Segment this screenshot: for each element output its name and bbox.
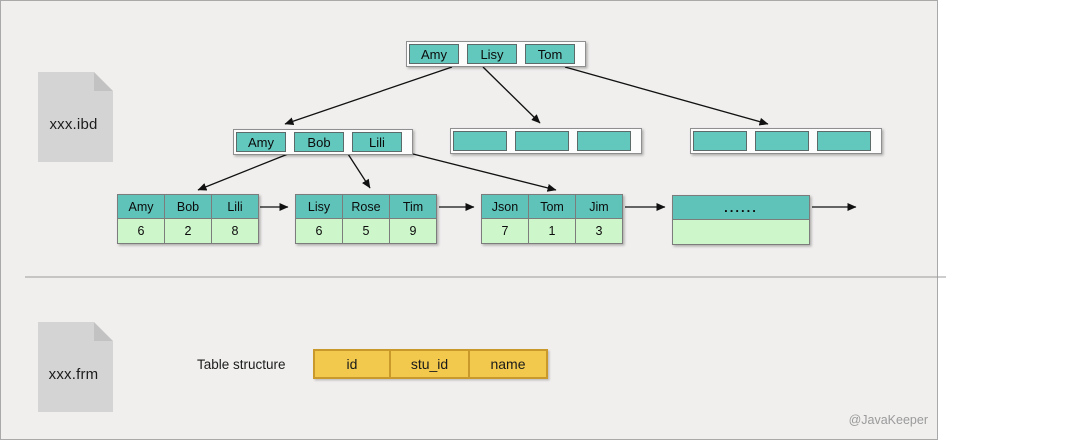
btree-root-node: Amy Lisy Tom <box>406 41 586 67</box>
leaf-value: 7 <box>482 219 528 243</box>
table-structure-label: Table structure <box>197 357 286 372</box>
leaf-value: 8 <box>212 219 258 243</box>
leaf-value: 2 <box>165 219 211 243</box>
leaf-key: Bob <box>165 195 211 218</box>
internal-key: Amy <box>236 132 286 152</box>
internal-key: Lili <box>352 132 402 152</box>
leaf-value: 6 <box>118 219 164 243</box>
leaf-key: Rose <box>343 195 389 218</box>
column-stu-id: stu_id <box>391 351 468 377</box>
leaf-ellipsis: ...... <box>673 196 809 219</box>
leaf-node-3: Json Tom Jim 7 1 3 <box>481 194 623 244</box>
leaf-node-ellipsis: ...... <box>672 195 810 245</box>
leaf-value: 3 <box>576 219 622 243</box>
table-structure-columns: id stu_id name <box>313 349 548 379</box>
internal-key: Bob <box>294 132 344 152</box>
btree-internal-node-left: Amy Bob Lili <box>233 129 413 155</box>
column-id: id <box>315 351 389 377</box>
column-name: name <box>470 351 546 377</box>
root-key: Amy <box>409 44 459 64</box>
btree-internal-node-right <box>690 128 882 154</box>
leaf-value-empty <box>673 220 809 244</box>
root-key: Tom <box>525 44 575 64</box>
leaf-key: Amy <box>118 195 164 218</box>
leaf-node-1: Amy Bob Lili 6 2 8 <box>117 194 259 244</box>
frm-file-icon: xxx.frm <box>38 322 113 412</box>
internal-key-empty <box>453 131 507 151</box>
leaf-key: Lisy <box>296 195 342 218</box>
frm-file-label: xxx.frm <box>48 366 99 383</box>
internal-key-empty <box>755 131 809 151</box>
leaf-key: Lili <box>212 195 258 218</box>
leaf-value: 1 <box>529 219 575 243</box>
leaf-value: 9 <box>390 219 436 243</box>
internal-key-empty <box>577 131 631 151</box>
leaf-key: Jim <box>576 195 622 218</box>
internal-key-empty <box>817 131 871 151</box>
watermark: @JavaKeeper <box>848 413 928 427</box>
internal-key-empty <box>693 131 747 151</box>
leaf-key: Tim <box>390 195 436 218</box>
leaf-value: 5 <box>343 219 389 243</box>
btree-internal-node-middle <box>450 128 642 154</box>
internal-key-empty <box>515 131 569 151</box>
leaf-node-2: Lisy Rose Tim 6 5 9 <box>295 194 437 244</box>
leaf-key: Tom <box>529 195 575 218</box>
ibd-file-label: xxx.ibd <box>49 116 98 133</box>
root-key: Lisy <box>467 44 517 64</box>
leaf-key: Json <box>482 195 528 218</box>
leaf-value: 6 <box>296 219 342 243</box>
ibd-file-icon: xxx.ibd <box>38 72 113 162</box>
